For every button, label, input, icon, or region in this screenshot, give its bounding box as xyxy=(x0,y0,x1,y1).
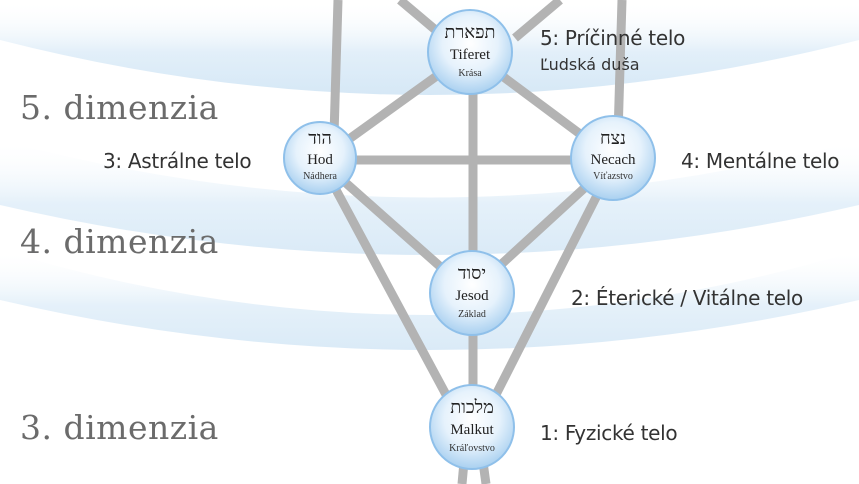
node-hebrew: מלכות xyxy=(450,397,493,418)
node-hebrew: הוד xyxy=(308,128,332,149)
node-hebrew: יסוד xyxy=(458,263,486,284)
node-malkut: מלכות Malkut Kráľovstvo xyxy=(429,384,515,470)
node-name: Tiferet xyxy=(450,47,491,63)
dimension-label-3: 3. dimenzia xyxy=(20,408,219,447)
path-top-right xyxy=(613,0,627,136)
body-label-human-soul: Ľudská duša xyxy=(540,55,640,74)
node-hod: הוד Hod Nádhera xyxy=(283,121,357,195)
dimension-label-5: 5. dimenzia xyxy=(20,88,219,127)
node-hebrew: תפארת xyxy=(444,22,495,43)
node-name: Malkut xyxy=(450,422,494,438)
band-4-dimension-fill xyxy=(0,140,859,255)
path-necach-malkut xyxy=(473,157,620,433)
body-label-astral: 3: Astrálne telo xyxy=(103,149,252,173)
body-label-physical: 1: Fyzické telo xyxy=(540,421,678,445)
body-label-causal: 5: Príčinné telo xyxy=(540,26,686,50)
node-necach: נצח Necach Víťazstvo xyxy=(570,115,656,201)
path-top-left xyxy=(329,0,343,136)
band-3-dimension-fill xyxy=(0,250,859,350)
node-jesod: יסוד Jesod Základ xyxy=(429,250,515,336)
node-name: Necach xyxy=(591,152,636,168)
dimension-label-4: 4. dimenzia xyxy=(20,222,219,261)
node-meaning: Nádhera xyxy=(303,171,337,182)
path-top-to-tiferet-right xyxy=(512,0,563,42)
body-label-etheric: 2: Éterické / Vitálne telo xyxy=(571,286,803,310)
node-meaning: Krása xyxy=(458,68,482,79)
node-meaning: Kráľovstvo xyxy=(449,443,495,454)
node-hebrew: נצח xyxy=(600,128,626,149)
node-meaning: Základ xyxy=(458,309,486,320)
node-name: Hod xyxy=(307,152,333,168)
path-hod-malkut xyxy=(316,157,469,433)
node-name: Jesod xyxy=(455,288,489,304)
node-tiferet: תפארת Tiferet Krása xyxy=(427,9,513,95)
node-meaning: Víťazstvo xyxy=(593,171,633,182)
body-label-mental: 4: Mentálne telo xyxy=(681,149,840,173)
